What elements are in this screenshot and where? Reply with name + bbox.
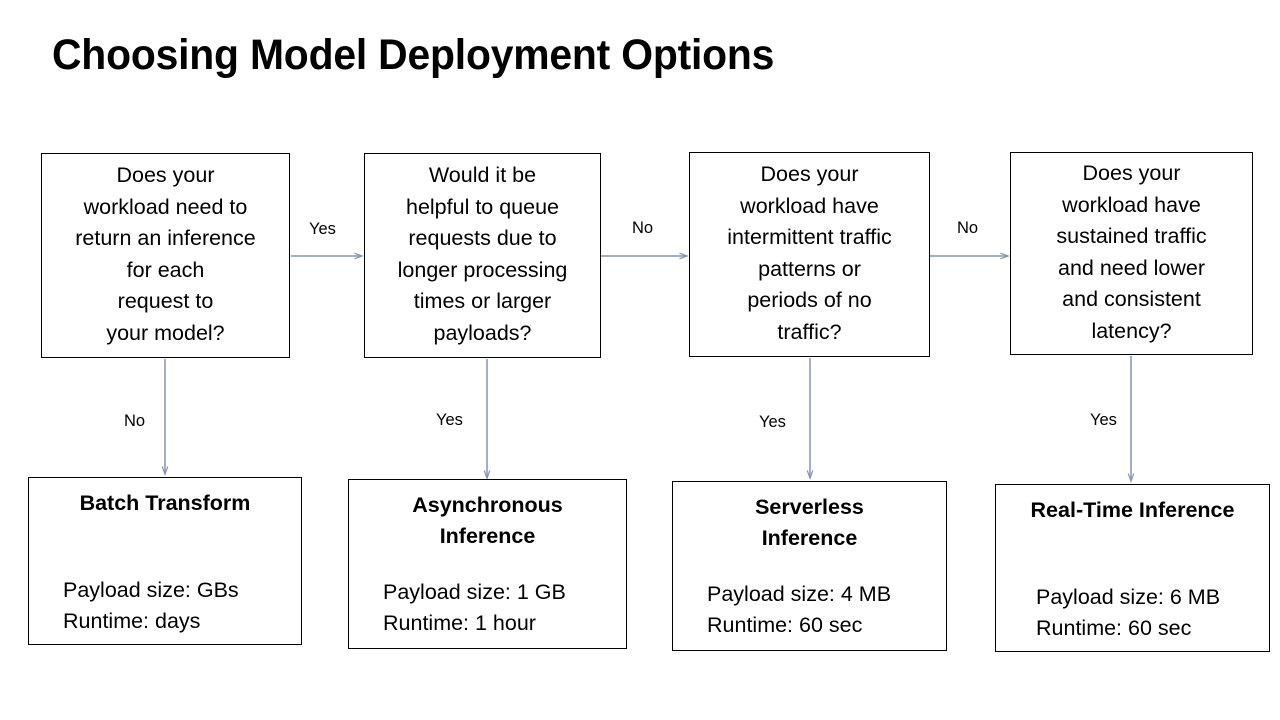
edge-label-d2-async: Yes [436,411,463,429]
edge-label-d3-serverless: Yes [759,413,786,431]
outcome-4-specs: Payload size: 6 MB Runtime: 60 sec [1006,582,1259,644]
outcome-box-serverless-inference[interactable]: Serverless Inference Payload size: 4 MB … [672,481,947,651]
edge-label-d3-d4: No [957,219,979,237]
outcome-box-real-time-inference[interactable]: Real-Time Inference Payload size: 6 MB R… [995,484,1270,652]
decision-1-text: Does your workload need to return an inf… [75,163,256,345]
outcome-3-heading: Serverless Inference [755,495,864,550]
outcome-3-specs: Payload size: 4 MB Runtime: 60 sec [683,579,936,641]
outcome-1-heading: Batch Transform [79,491,251,515]
edge-label-d1-d2: Yes [309,220,336,238]
decision-4-text: Does your workload have sustained traffi… [1056,161,1207,343]
edge-label-d1-batch: No [124,412,146,430]
outcome-3-runtime: Runtime: 60 sec [707,613,863,637]
edge-label-d4-realtime: Yes [1090,411,1117,429]
decision-2-text: Would it be helpful to queue requests du… [397,163,568,345]
outcome-box-asynchronous-inference[interactable]: Asynchronous Inference Payload size: 1 G… [348,479,627,649]
outcome-2-runtime: Runtime: 1 hour [383,611,536,635]
outcome-4-payload: Payload size: 6 MB [1036,585,1221,609]
outcome-3-payload: Payload size: 4 MB [707,582,892,606]
page-title: Choosing Model Deployment Options [52,31,775,79]
decision-box-3[interactable]: Does your workload have intermittent tra… [689,152,930,357]
outcome-2-payload: Payload size: 1 GB [383,580,566,604]
outcome-4-runtime: Runtime: 60 sec [1036,616,1192,640]
outcome-2-specs: Payload size: 1 GB Runtime: 1 hour [359,577,616,639]
decision-3-text: Does your workload have intermittent tra… [727,162,892,344]
decision-box-1[interactable]: Does your workload need to return an inf… [41,153,290,358]
outcome-2-heading: Asynchronous Inference [412,493,563,548]
outcome-1-runtime: Runtime: days [63,609,201,633]
edge-label-d2-d3: No [632,219,654,237]
decision-box-4[interactable]: Does your workload have sustained traffi… [1010,152,1253,355]
outcome-4-heading: Real-Time Inference [1030,498,1235,522]
outcome-1-payload: Payload size: GBs [63,578,239,602]
outcome-1-specs: Payload size: GBs Runtime: days [39,575,291,637]
outcome-box-batch-transform[interactable]: Batch Transform Payload size: GBs Runtim… [28,477,302,645]
decision-box-2[interactable]: Would it be helpful to queue requests du… [364,153,601,358]
